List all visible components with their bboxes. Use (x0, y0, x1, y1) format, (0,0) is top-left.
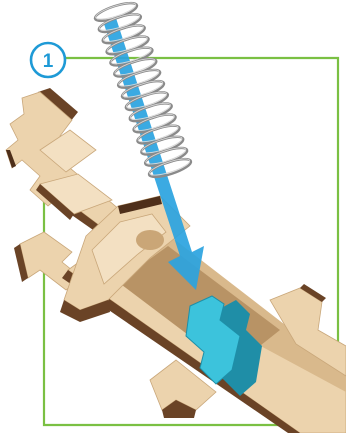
step-badge: 1 (31, 43, 65, 77)
step-number: 1 (43, 51, 54, 72)
